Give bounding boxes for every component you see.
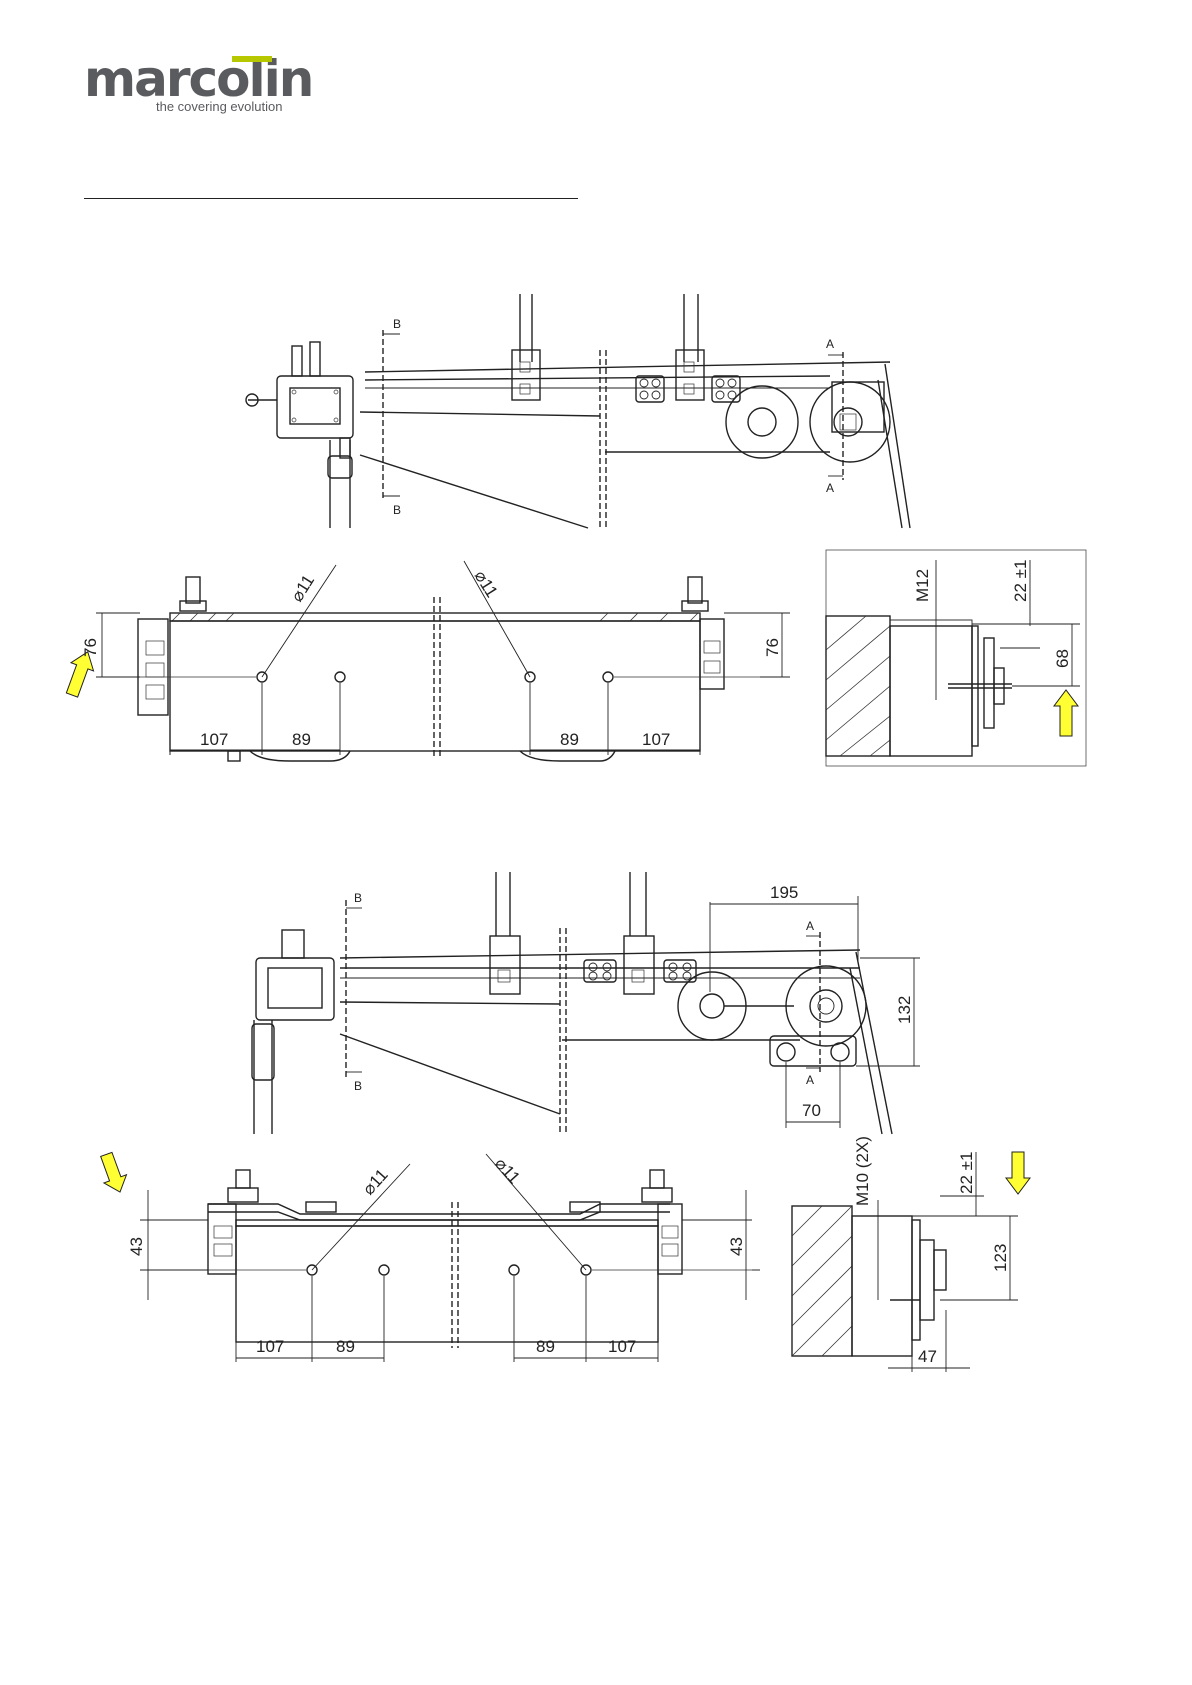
section-label-b-top: B bbox=[393, 317, 401, 331]
section-label-a-bottom: A bbox=[806, 1073, 814, 1087]
arrow-down-indicator bbox=[1006, 1152, 1030, 1194]
section-label-b-bottom: B bbox=[393, 503, 401, 517]
dim-tolerance: 22 ±1 bbox=[1011, 560, 1030, 602]
brand-tagline: the covering evolution bbox=[156, 99, 282, 114]
dim-tolerance: 22 ±1 bbox=[957, 1152, 976, 1194]
drawing1-top-view: B B A A bbox=[0, 280, 1192, 540]
dim-pulley-span: 195 bbox=[770, 883, 798, 902]
title-underline bbox=[84, 198, 578, 199]
brand-accent-bar bbox=[232, 56, 272, 62]
section-label-a-bottom: A bbox=[826, 481, 834, 495]
dim-section-height: 68 bbox=[1053, 649, 1072, 668]
drawing1-section-view: M12 22 ±1 68 bbox=[0, 550, 1192, 770]
dim-thread-size: M10 (2X) bbox=[853, 1136, 872, 1206]
roller-block bbox=[636, 376, 740, 402]
dim-section-depth: 47 bbox=[918, 1347, 937, 1366]
dim-thread-size: M12 bbox=[913, 569, 932, 602]
dim-section-height: 123 bbox=[991, 1244, 1010, 1272]
section-label-a-top: A bbox=[806, 919, 814, 933]
brand-logo: marcolin the covering evolution bbox=[84, 54, 304, 120]
brand-wordmark: marcolin bbox=[84, 54, 312, 104]
drawing2-top-view: 195 132 70 B B A A bbox=[0, 872, 1192, 1142]
dim-bolt-spacing: 70 bbox=[802, 1101, 821, 1120]
section-label-b-bottom: B bbox=[354, 1079, 362, 1093]
arrow-up-indicator bbox=[1054, 690, 1078, 736]
section-label-b-top: B bbox=[354, 891, 362, 905]
section-label-a-top: A bbox=[826, 337, 834, 351]
dim-bracket-height: 132 bbox=[895, 996, 914, 1024]
drawing2-section-view: M10 (2X) 22 ±1 123 47 bbox=[0, 1150, 1192, 1380]
